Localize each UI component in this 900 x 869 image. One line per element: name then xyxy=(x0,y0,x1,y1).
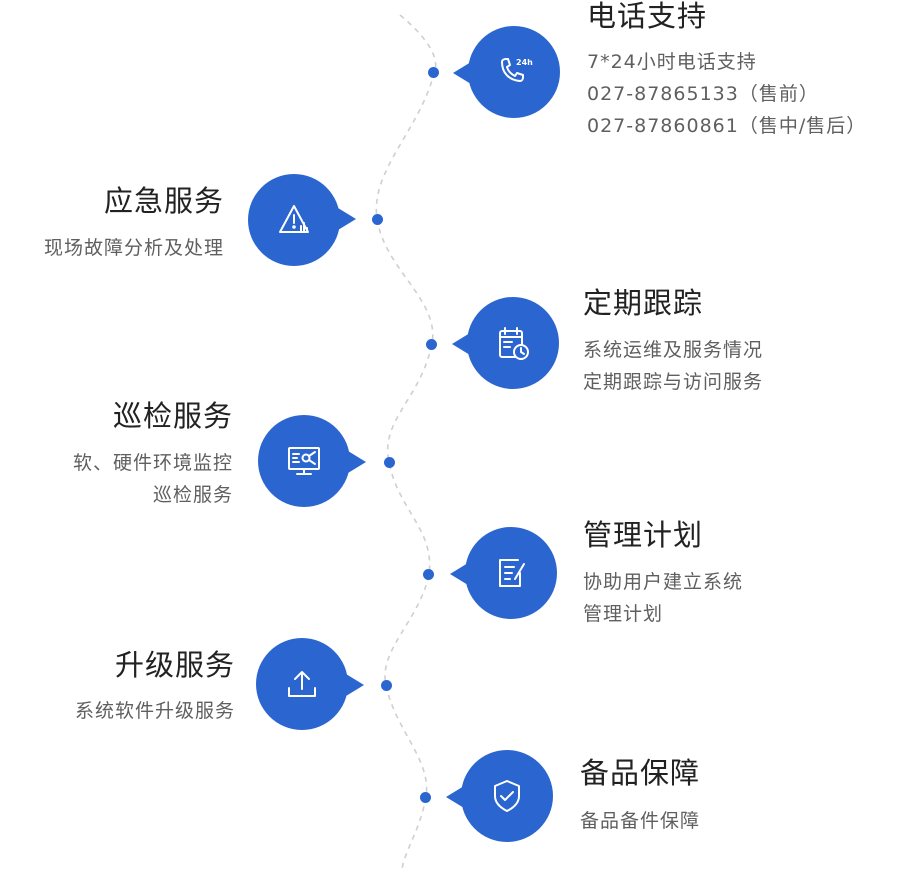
timeline-dot-management xyxy=(423,569,434,580)
monitor-icon xyxy=(288,447,320,475)
service-desc: 7*24小时电话支持 027-87865133（售前） 027-87860861… xyxy=(587,46,866,142)
desc-line: 备品备件保障 xyxy=(580,810,701,832)
node-spare[interactable] xyxy=(461,750,553,842)
desc-line: 软、硬件环境监控 xyxy=(72,452,233,474)
warning-icon xyxy=(279,205,309,233)
desc-line: 7*24小时电话支持 xyxy=(587,51,757,73)
service-title: 应急服务 xyxy=(103,184,224,218)
node-upgrade[interactable] xyxy=(256,638,348,730)
edit-document-icon xyxy=(499,559,525,587)
service-desc: 系统软件升级服务 xyxy=(75,695,235,727)
pointer-upgrade xyxy=(346,674,364,696)
pointer-phone xyxy=(453,62,471,84)
service-title: 备品保障 xyxy=(580,756,701,790)
pointer-tracking xyxy=(452,333,470,355)
node-emergency[interactable] xyxy=(248,174,340,266)
service-desc: 现场故障分析及处理 xyxy=(44,232,224,264)
desc-line: 现场故障分析及处理 xyxy=(43,237,224,259)
node-inspection[interactable] xyxy=(258,415,350,507)
timeline-dot-spare xyxy=(420,792,431,803)
pointer-spare xyxy=(446,786,464,808)
timeline-dot-upgrade xyxy=(381,680,392,691)
timeline-dot-tracking xyxy=(426,339,437,350)
service-desc: 备品备件保障 xyxy=(580,805,700,837)
timeline-dot-phone xyxy=(428,67,439,78)
pointer-emergency xyxy=(338,208,356,230)
desc-line: 027-87860861（售中/售后） xyxy=(587,115,867,137)
service-title: 电话支持 xyxy=(587,0,708,33)
pointer-management xyxy=(450,563,468,585)
desc-line: 定期跟踪与访问服务 xyxy=(583,371,764,393)
service-desc: 软、硬件环境监控 巡检服务 xyxy=(73,447,233,511)
svg-text:24h: 24h xyxy=(516,58,533,67)
node-management[interactable] xyxy=(465,527,557,619)
phone-24h-icon: 24h xyxy=(501,58,533,82)
desc-line: 027-87865133（售前） xyxy=(587,83,819,105)
node-phone[interactable]: 24h xyxy=(468,26,560,118)
timeline-dot-inspection xyxy=(384,457,395,468)
shield-check-icon xyxy=(494,780,520,812)
desc-line: 系统运维及服务情况 xyxy=(583,339,764,361)
service-title: 定期跟踪 xyxy=(583,286,704,320)
desc-line: 管理计划 xyxy=(583,603,664,625)
service-desc: 系统运维及服务情况 定期跟踪与访问服务 xyxy=(583,334,763,398)
service-desc: 协助用户建立系统 管理计划 xyxy=(583,566,743,630)
timeline-dot-emergency xyxy=(372,214,383,225)
desc-line: 巡检服务 xyxy=(152,484,233,506)
desc-line: 系统软件升级服务 xyxy=(74,700,235,722)
service-title: 升级服务 xyxy=(114,648,235,682)
desc-line: 协助用户建立系统 xyxy=(583,571,744,593)
service-title: 巡检服务 xyxy=(112,399,233,433)
service-title: 管理计划 xyxy=(583,518,704,552)
calendar-clock-icon xyxy=(499,327,529,360)
node-tracking[interactable] xyxy=(467,297,559,389)
upload-icon xyxy=(288,671,316,697)
pointer-inspection xyxy=(348,451,366,473)
